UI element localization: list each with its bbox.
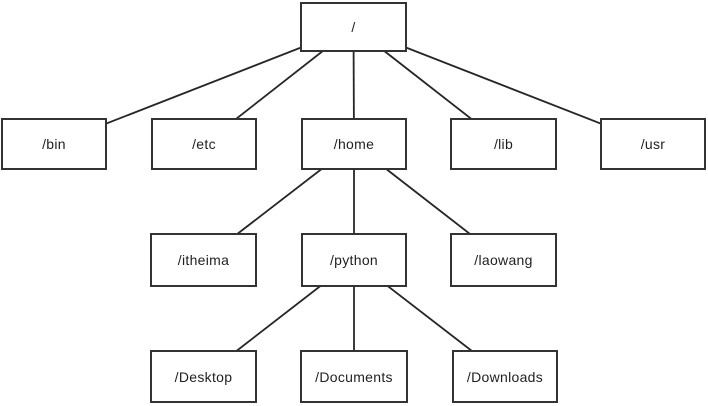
node-documents: /Documents: [300, 350, 408, 403]
node-bin: /bin: [1, 118, 107, 170]
node-label-python: /python: [329, 252, 379, 268]
node-label-downloads: /Downloads: [466, 368, 544, 385]
node-label-root: /: [351, 19, 356, 35]
node-root: /: [300, 2, 407, 52]
node-label-etc: /etc: [192, 136, 216, 152]
node-desktop: /Desktop: [150, 350, 257, 403]
node-home: /home: [301, 118, 407, 170]
node-python: /python: [301, 233, 407, 287]
node-usr: /usr: [600, 118, 706, 170]
node-label-desktop: /Desktop: [174, 368, 233, 385]
node-etc: /etc: [151, 118, 257, 170]
node-label-itheima: /itheima: [177, 252, 230, 268]
node-downloads: /Downloads: [452, 350, 558, 403]
node-label-documents: /Documents: [315, 368, 393, 385]
node-laowang: /laowang: [450, 233, 557, 287]
node-label-lib: /lib: [493, 136, 514, 152]
node-lib: /lib: [450, 118, 557, 170]
node-itheima: /itheima: [150, 233, 257, 287]
node-label-laowang: /laowang: [474, 252, 533, 268]
node-label-home: /home: [333, 136, 375, 152]
node-label-bin: /bin: [42, 136, 66, 152]
node-label-usr: /usr: [640, 136, 666, 152]
